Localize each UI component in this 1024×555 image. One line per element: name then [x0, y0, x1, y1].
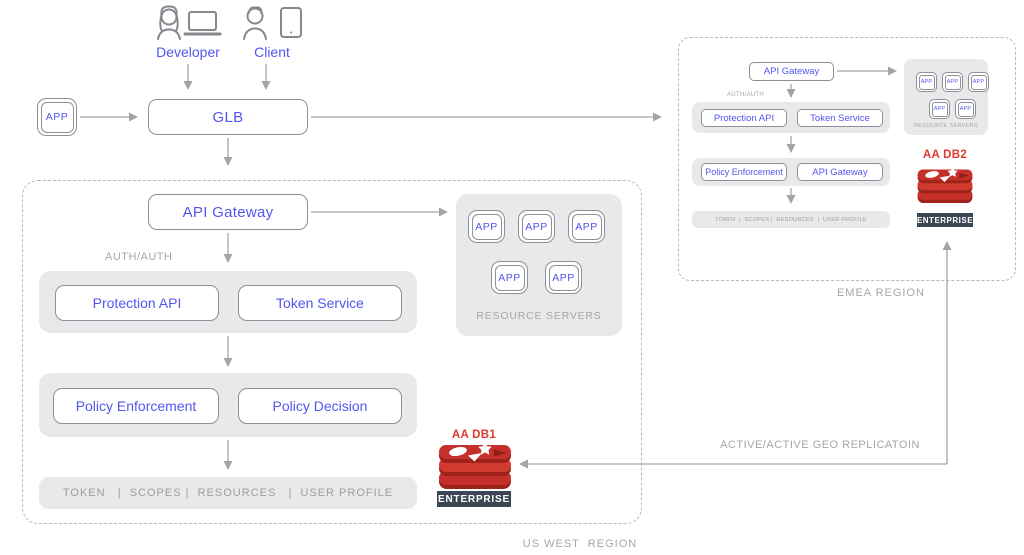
- us-policy-enforcement-label: Policy Enforcement: [75, 398, 197, 414]
- emea-token-bar: TOKEN | SCOPES | RESOURCES | USER PROFIL…: [692, 211, 890, 228]
- us-policy-decision-node: Policy Decision: [238, 388, 402, 424]
- us-db-name: AA DB1: [451, 429, 497, 441]
- us-token-service-node: Token Service: [238, 285, 402, 321]
- emea-protection-api-node: Protection API: [701, 109, 787, 127]
- app-label: APP: [571, 213, 602, 240]
- emea-app-node-5: APP: [955, 99, 976, 119]
- glb-label: GLB: [212, 108, 244, 126]
- client-icon: [241, 3, 305, 43]
- emea-api-gateway-label: API Gateway: [763, 66, 820, 77]
- us-app-node-2: APP: [518, 210, 555, 243]
- app-label: APP: [521, 213, 552, 240]
- app-label: APP: [970, 74, 987, 90]
- us-resource-servers-label: RESOURCE SERVERS: [476, 310, 602, 322]
- developer-label: Developer: [156, 44, 220, 60]
- app-label: APP: [918, 74, 935, 90]
- us-app-node-4: APP: [491, 261, 528, 294]
- emea-auth-label: AUTH/AUTH: [727, 92, 765, 98]
- app-label: APP: [548, 264, 579, 291]
- us-policy-decision-label: Policy Decision: [272, 398, 368, 414]
- us-app-node-5: APP: [545, 261, 582, 294]
- emea-resource-servers-label: RESOURCE SERVERS: [914, 123, 978, 129]
- developer-icon: [152, 3, 224, 43]
- us-app-node-3: APP: [568, 210, 605, 243]
- us-auth-label: AUTH/AUTH: [105, 251, 173, 263]
- us-west-region-label: US WEST REGION: [522, 538, 638, 550]
- emea-app-node-4: APP: [929, 99, 950, 119]
- us-protection-api-label: Protection API: [92, 295, 182, 311]
- emea-token-service-label: Token Service: [810, 112, 870, 124]
- app-label: APP: [931, 101, 948, 117]
- glb-node: GLB: [148, 99, 308, 135]
- emea-region-label: EMEA REGION: [836, 287, 925, 299]
- emea-api-gateway-2-node: API Gateway: [797, 163, 883, 181]
- emea-token-service-node: Token Service: [797, 109, 883, 127]
- us-resource-servers: APP APP APP APP APP RESOURCE SERVERS: [456, 194, 622, 336]
- emea-policy-enforcement-node: Policy Enforcement: [701, 163, 787, 181]
- emea-policy-enforcement-label: Policy Enforcement: [705, 167, 783, 177]
- us-token-service-label: Token Service: [276, 295, 364, 311]
- emea-resource-servers: APP APP APP APP APP RESOURCE SERVERS: [904, 59, 989, 135]
- app-label: APP: [957, 101, 974, 117]
- us-api-gateway-node: API Gateway: [148, 194, 308, 230]
- us-token-bar: TOKEN | SCOPES | RESOURCES | USER PROFIL…: [39, 477, 417, 509]
- app-client-node: APP: [37, 98, 77, 136]
- emea-region: [678, 37, 1016, 281]
- app-label: APP: [471, 213, 502, 240]
- app-label: APP: [944, 74, 961, 90]
- client-label: Client: [254, 44, 290, 60]
- emea-app-node-2: APP: [942, 72, 963, 92]
- app-label: APP: [494, 264, 525, 291]
- us-west-region: [22, 180, 642, 524]
- emea-protection-api-label: Protection API: [713, 112, 775, 124]
- redis-db-icon: [433, 442, 517, 490]
- us-app-node-1: APP: [468, 210, 505, 243]
- us-protection-api-node: Protection API: [55, 285, 219, 321]
- emea-db-name: AA DB2: [922, 149, 968, 161]
- app-client-label: APP: [40, 101, 74, 133]
- emea-enterprise-badge: ENTERPRISE: [917, 213, 973, 227]
- emea-api-gateway-node: API Gateway: [749, 62, 834, 81]
- emea-app-node-1: APP: [916, 72, 937, 92]
- emea-api-gateway-2-label: API Gateway: [812, 166, 868, 178]
- redis-db-icon: [913, 167, 977, 204]
- geo-replication-label: ACTIVE/ACTIVE GEO REPLICATOIN: [720, 439, 920, 451]
- us-api-gateway-label: API Gateway: [182, 203, 274, 221]
- us-enterprise-badge: ENTERPRISE: [437, 491, 511, 507]
- us-policy-enforcement-node: Policy Enforcement: [53, 388, 219, 424]
- emea-app-node-3: APP: [968, 72, 989, 92]
